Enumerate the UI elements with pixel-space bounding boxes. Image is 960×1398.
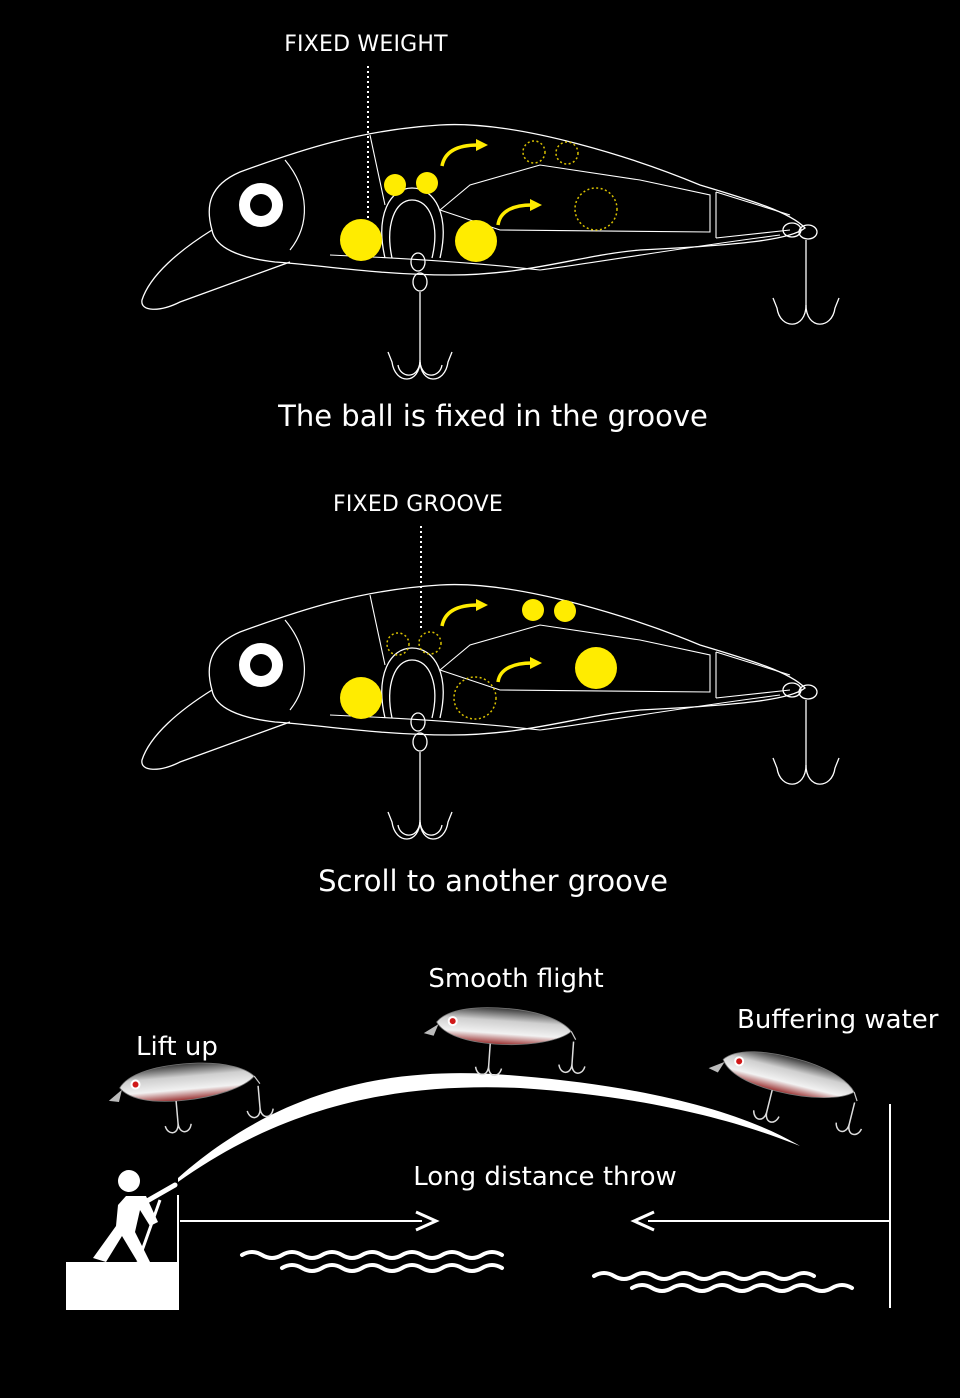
move-arrow-head bbox=[476, 599, 488, 611]
lure-lift-up bbox=[105, 1055, 276, 1139]
label-buffering-water: Buffering water bbox=[737, 1005, 939, 1035]
ghost-ball bbox=[418, 631, 442, 655]
lure-chamber bbox=[438, 164, 711, 233]
lure-buffering-water bbox=[698, 1037, 875, 1145]
tail-hook-icon bbox=[772, 222, 840, 325]
lure-gill-line bbox=[284, 619, 306, 711]
dock-block bbox=[66, 1262, 179, 1310]
ghost-ball bbox=[453, 676, 497, 720]
weight-ball-large bbox=[455, 220, 497, 262]
ghost-ball bbox=[555, 141, 579, 165]
belly-hook-icon bbox=[387, 252, 453, 380]
lure-tail-chamber bbox=[715, 191, 791, 239]
lure-diagram-2 bbox=[141, 526, 840, 840]
water-waves-left bbox=[240, 1250, 504, 1273]
groove-arch bbox=[389, 199, 436, 259]
lure-smooth-flight bbox=[420, 1002, 590, 1083]
move-arrow-head bbox=[476, 139, 488, 151]
weight-ball-small bbox=[384, 174, 406, 196]
label-lift-up: Lift up bbox=[136, 1032, 218, 1062]
lure-inner-line bbox=[369, 594, 386, 666]
water-waves-right bbox=[592, 1271, 854, 1293]
lure-body-outline bbox=[208, 123, 806, 276]
lure-gill-line bbox=[284, 159, 306, 251]
caption-scroll-groove: Scroll to another groove bbox=[318, 864, 668, 898]
tail-hook-icon bbox=[772, 682, 840, 785]
lure-belly-line bbox=[329, 694, 781, 731]
ghost-ball bbox=[522, 140, 546, 164]
lure-chamber bbox=[438, 624, 711, 693]
throw-arrow-head bbox=[415, 1210, 440, 1232]
move-arrow-icon bbox=[440, 603, 479, 627]
ghost-ball bbox=[386, 632, 410, 656]
move-arrow-icon bbox=[496, 203, 533, 226]
lure-inner-line bbox=[369, 134, 386, 206]
lure-belly-line bbox=[329, 234, 781, 271]
lure-lip bbox=[141, 689, 291, 770]
callout-fixed-weight: FIXED WEIGHT bbox=[284, 32, 448, 57]
groove-arch bbox=[389, 659, 436, 719]
move-arrow-head bbox=[530, 199, 542, 211]
lure-eye-pupil bbox=[250, 654, 272, 676]
move-arrow-head bbox=[530, 657, 542, 669]
flight-arc bbox=[178, 1073, 800, 1182]
lure-diagram-1 bbox=[141, 66, 840, 380]
belly-hook-icon bbox=[387, 712, 453, 840]
weight-ball-large bbox=[340, 219, 382, 261]
weight-ball-large bbox=[575, 647, 617, 689]
weight-ball-small bbox=[554, 600, 576, 622]
lure-lip bbox=[141, 229, 291, 310]
groove-arch-outer bbox=[381, 647, 444, 719]
move-arrow-icon bbox=[496, 661, 533, 683]
label-smooth-flight: Smooth flight bbox=[428, 964, 604, 994]
weight-ball-large bbox=[340, 677, 382, 719]
groove-arch-outer bbox=[381, 187, 444, 259]
callout-fixed-groove: FIXED GROOVE bbox=[333, 492, 503, 517]
move-arrow-icon bbox=[440, 143, 479, 167]
caption-fixed-weight: The ball is fixed in the groove bbox=[278, 399, 708, 433]
lure-tail-chamber bbox=[715, 651, 791, 699]
return-arrow-head bbox=[630, 1210, 655, 1232]
ghost-ball bbox=[574, 187, 618, 231]
angler-icon bbox=[93, 1170, 178, 1266]
weight-ball-small bbox=[416, 172, 438, 194]
lure-body-outline bbox=[208, 583, 806, 736]
lure-eye-pupil bbox=[250, 194, 272, 216]
weight-ball-small bbox=[522, 599, 544, 621]
label-long-distance: Long distance throw bbox=[413, 1162, 677, 1192]
